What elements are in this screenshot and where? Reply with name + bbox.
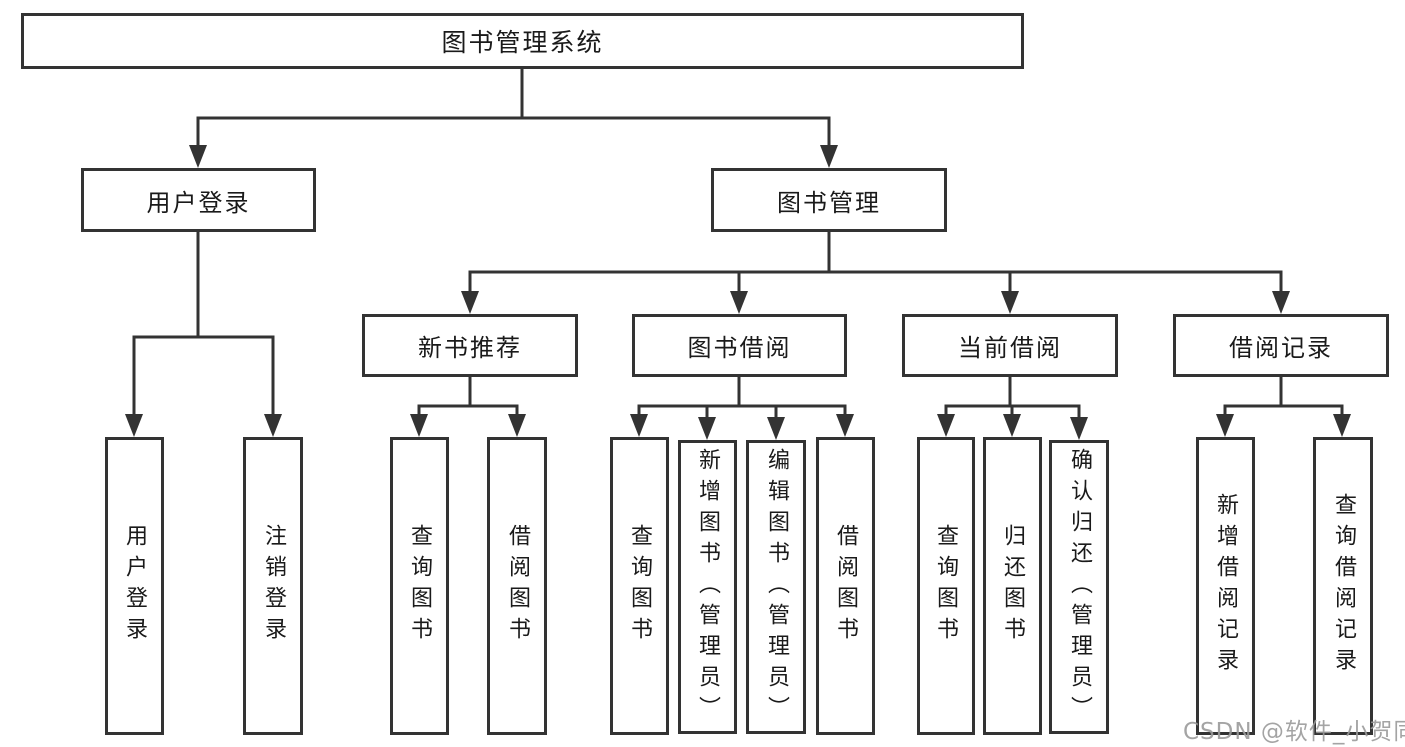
leaf-return-books: 归还图书 bbox=[983, 437, 1042, 735]
node-root-system: 图书管理系统 bbox=[21, 13, 1024, 69]
leaf-confirm-return-admin: 确认归还（管理员） bbox=[1049, 440, 1109, 734]
leaf-query-books-2: 查询图书 bbox=[610, 437, 669, 735]
node-book-borrow-group: 图书借阅 bbox=[632, 314, 847, 377]
leaf-borrow-books-1: 借阅图书 bbox=[487, 437, 547, 735]
leaf-logout: 注销登录 bbox=[243, 437, 303, 735]
node-new-book-recommend: 新书推荐 bbox=[362, 314, 578, 377]
node-user-login-group: 用户登录 bbox=[81, 168, 316, 232]
node-book-management-group: 图书管理 bbox=[711, 168, 947, 232]
leaf-query-books-3: 查询图书 bbox=[917, 437, 975, 735]
node-current-borrow-group: 当前借阅 bbox=[902, 314, 1118, 377]
leaf-edit-books-admin: 编辑图书（管理员） bbox=[746, 440, 806, 734]
leaf-add-books-admin: 新增图书（管理员） bbox=[678, 440, 737, 734]
leaf-user-login: 用户登录 bbox=[105, 437, 164, 735]
leaf-query-books-1: 查询图书 bbox=[390, 437, 449, 735]
leaf-add-borrow-record: 新增借阅记录 bbox=[1196, 437, 1255, 735]
leaf-borrow-books-2: 借阅图书 bbox=[816, 437, 875, 735]
leaf-query-borrow-record: 查询借阅记录 bbox=[1313, 437, 1373, 735]
node-borrow-records-group: 借阅记录 bbox=[1173, 314, 1389, 377]
